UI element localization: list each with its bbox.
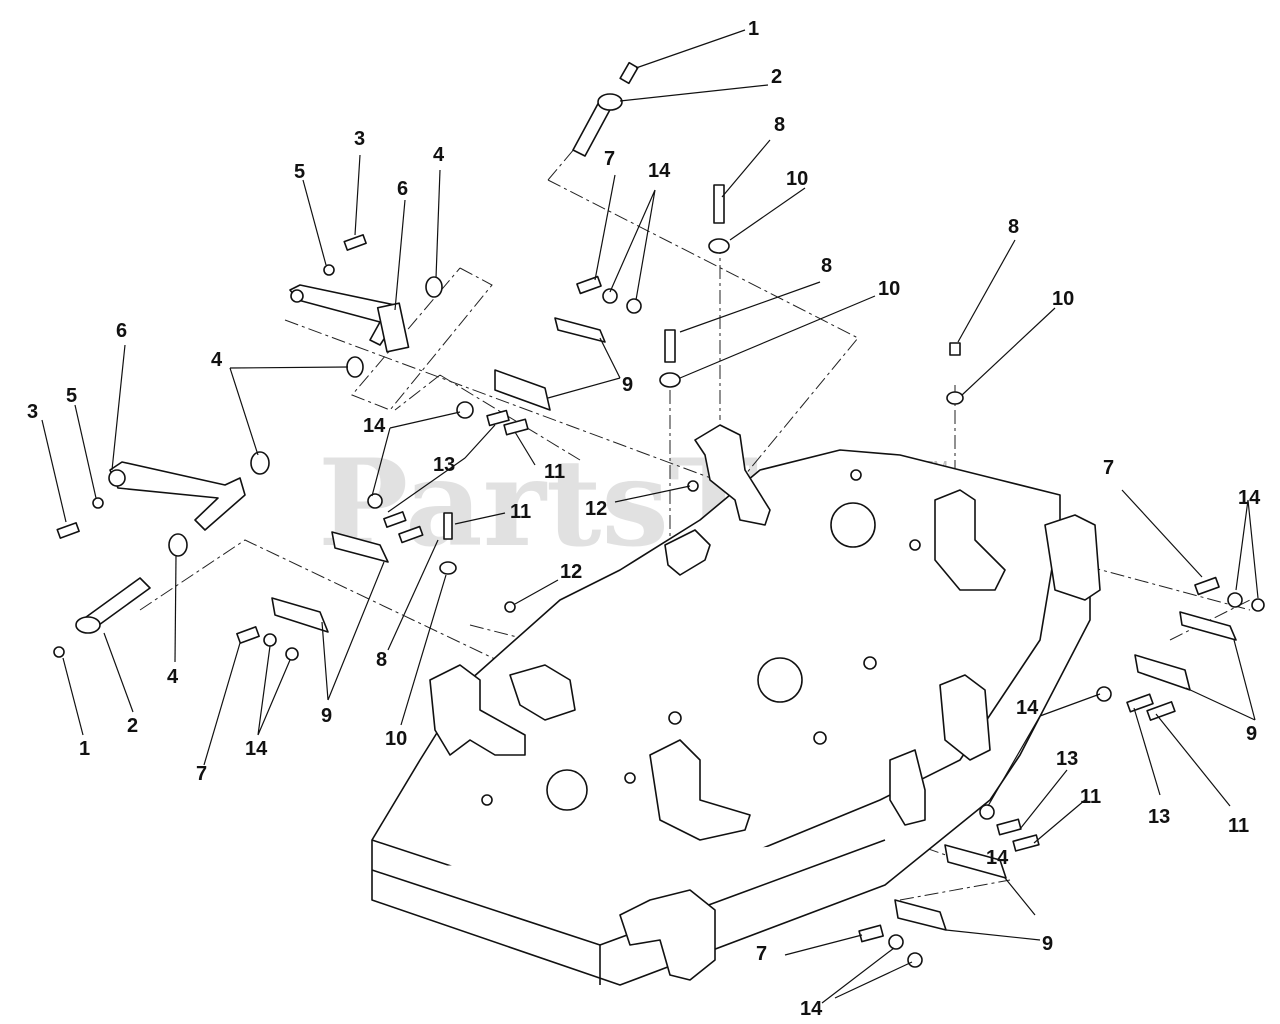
callout-7: 7: [604, 148, 615, 170]
callout-8: 8: [1008, 216, 1019, 238]
callout-9: 9: [1042, 933, 1053, 955]
callout-11: 11: [544, 461, 565, 483]
callout-14: 14: [363, 415, 386, 437]
callout-9: 9: [622, 374, 633, 396]
callout-3: 3: [27, 401, 38, 423]
callout-12: 12: [560, 561, 582, 583]
callout-14: 14: [800, 998, 823, 1020]
callout-10: 10: [786, 168, 808, 190]
callout-9: 9: [1246, 723, 1257, 745]
callout-3: 3: [354, 128, 365, 150]
callout-7: 7: [196, 763, 207, 785]
callout-2: 2: [127, 715, 138, 737]
callout-8: 8: [774, 114, 785, 136]
callout-2: 2: [771, 66, 782, 88]
callout-13: 13: [1056, 748, 1078, 770]
deck-brackets: [429, 424, 1101, 981]
leader-lines: [41, 29, 1259, 1004]
callout-4: 4: [167, 666, 179, 688]
callout-7: 7: [756, 943, 767, 965]
callout-10: 10: [878, 278, 900, 300]
callout-13: 13: [433, 454, 455, 476]
callout-1: 1: [79, 738, 90, 760]
callout-6: 6: [397, 178, 408, 200]
callout-6: 6: [116, 320, 127, 342]
callout-4: 4: [211, 349, 223, 371]
callout-12: 12: [585, 498, 607, 520]
mower-deck: [371, 449, 1091, 986]
callout-7: 7: [1103, 457, 1114, 479]
callout-14: 14: [1238, 487, 1261, 509]
callout-13: 13: [1148, 806, 1170, 828]
callout-5: 5: [66, 385, 77, 407]
callout-11: 11: [1228, 815, 1249, 837]
callout-11: 11: [1080, 786, 1101, 808]
callout-5: 5: [294, 161, 305, 183]
callout-8: 8: [376, 649, 387, 671]
callout-11: 11: [510, 501, 531, 523]
callout-9: 9: [321, 705, 332, 727]
callout-14: 14: [648, 160, 671, 182]
loose-parts: [53, 61, 1265, 968]
callout-14: 14: [1016, 697, 1039, 719]
callout-labels: 1 2 8 10 7 14 3 4 5 6 8 10 8 10 6 3 5 4 …: [27, 18, 1261, 1020]
callout-14: 14: [245, 738, 268, 760]
callout-8: 8: [821, 255, 832, 277]
callout-10: 10: [385, 728, 407, 750]
callout-1: 1: [748, 18, 759, 40]
callout-4: 4: [433, 144, 445, 166]
callout-10: 10: [1052, 288, 1074, 310]
callout-14: 14: [986, 847, 1009, 869]
